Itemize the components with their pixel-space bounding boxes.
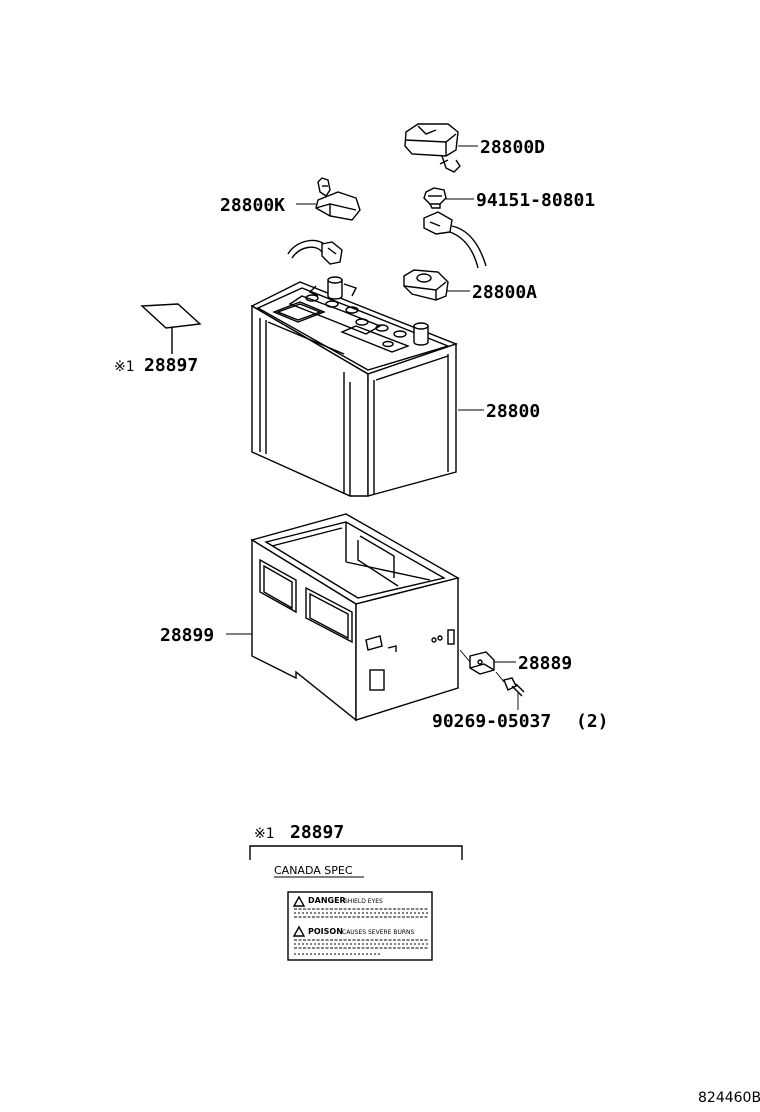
label-28800d: 28800D xyxy=(480,137,545,158)
battery-tray[interactable] xyxy=(250,513,460,722)
nut[interactable] xyxy=(423,187,447,209)
label-28800: 28800 xyxy=(486,401,540,422)
battery[interactable] xyxy=(250,276,459,497)
label-bolt-qty: (2) xyxy=(576,711,609,732)
bolt[interactable] xyxy=(495,671,525,697)
poison-text: POISON xyxy=(308,927,343,936)
label-28800k: 28800K xyxy=(220,195,285,216)
bracket[interactable] xyxy=(459,649,495,675)
terminal-cover-minus[interactable] xyxy=(315,177,361,221)
diagram-ref: 824460B xyxy=(698,1090,760,1106)
cable-minus xyxy=(287,239,343,265)
label-28899: 28899 xyxy=(160,625,214,646)
label-nut: 94151-80801 xyxy=(476,190,595,211)
caution-label-sheet[interactable] xyxy=(140,303,202,354)
poison-sub-text: CAUSES SEVERE BURNS xyxy=(342,929,415,936)
terminal-cover-plus[interactable] xyxy=(404,123,461,173)
danger-sub-text: SHIELD EYES xyxy=(344,898,383,905)
label-28897: 28897 xyxy=(144,355,198,376)
label-28800a: 28800A xyxy=(472,282,537,303)
detail-spec: CANADA SPEC xyxy=(274,864,353,877)
danger-text: DANGER xyxy=(308,896,346,905)
label-28889: 28889 xyxy=(518,653,572,674)
detail-part: 28897 xyxy=(290,822,344,843)
label-bolt: 90269-05037 xyxy=(432,711,551,732)
caution-label-detail: DANGER SHIELD EYES POISON CAUSES SEVERE … xyxy=(287,891,433,961)
caution-mark: ※1 xyxy=(114,359,135,375)
cable-plus xyxy=(423,211,487,269)
clamp[interactable] xyxy=(403,269,449,301)
detail-mark: ※1 xyxy=(254,826,275,842)
detail-bracket xyxy=(249,845,463,860)
